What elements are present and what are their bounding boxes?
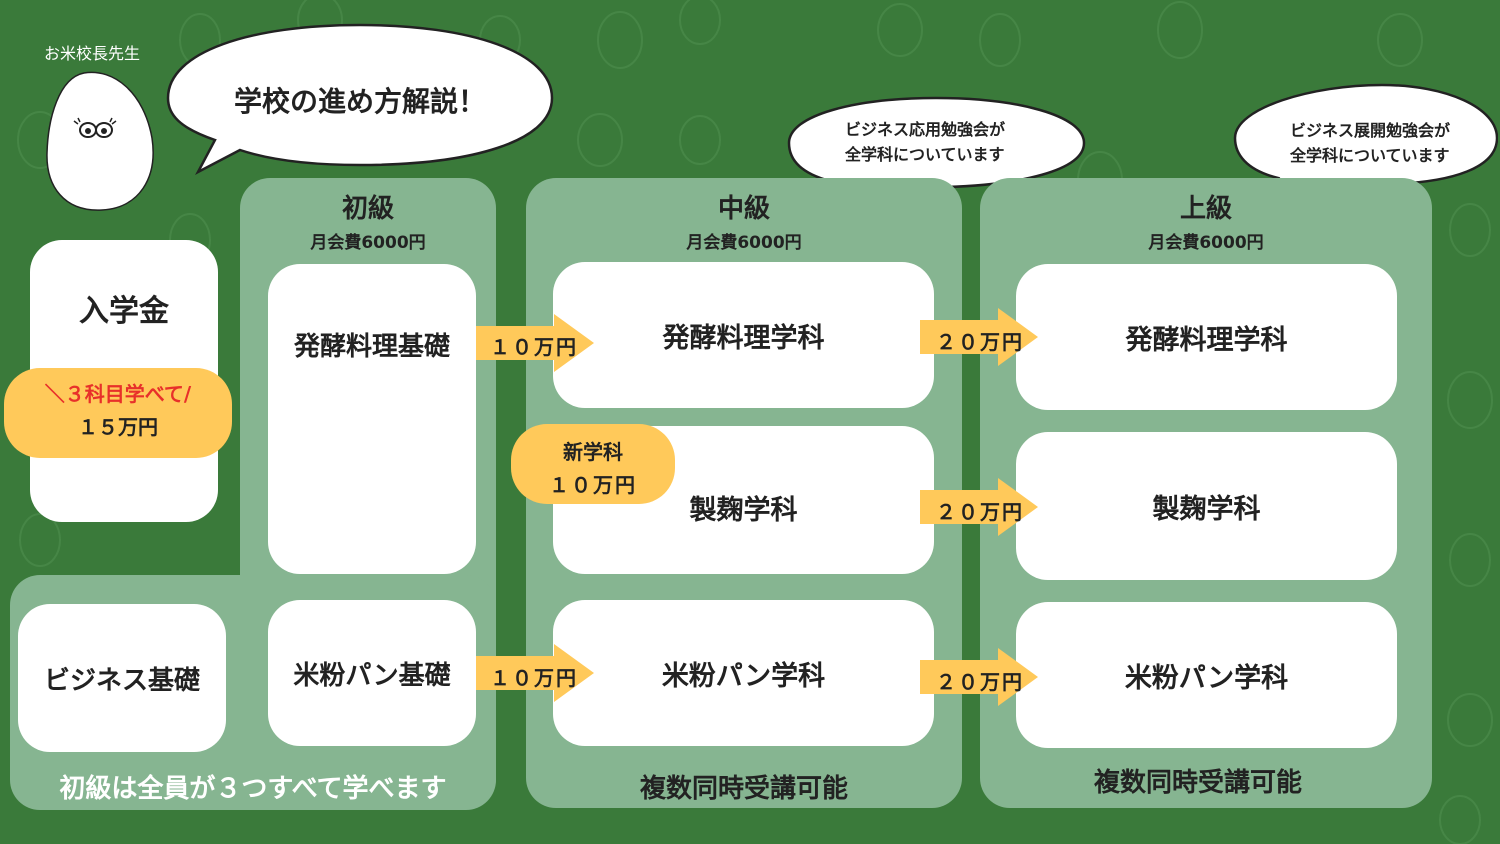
beginner-title: 初級 xyxy=(341,194,394,224)
arrow-m2a-ferment-icon xyxy=(920,308,1038,366)
course-adv-ferment-label: 発酵料理学科 xyxy=(1125,324,1288,356)
course-business-basic-label: ビジネス基礎 xyxy=(43,665,200,696)
info-bubble-advanced-line1: ビジネス展開勉強会が xyxy=(1290,121,1451,140)
enrollment-badge-line2: １５万円 xyxy=(78,415,158,439)
beginner-fee: 月会費6000円 xyxy=(310,233,426,253)
course-rice-bread-basic[interactable]: 米粉パン基礎 xyxy=(268,600,476,746)
info-bubble-intermediate-line2: 全学科についています xyxy=(845,145,1005,164)
course-adv-bread-label: 米粉パン学科 xyxy=(1124,662,1289,694)
course-ferment-basic[interactable]: 発酵料理基礎 xyxy=(268,264,476,574)
title-text: 学校の進め方解説！ xyxy=(234,85,487,118)
arrow-b2m-ferment-label: １０万円 xyxy=(490,335,578,359)
arrow-m2a-koji-icon xyxy=(920,478,1038,536)
arrow-m2a-ferment-label: ２０万円 xyxy=(936,330,1024,354)
enrollment-badge-line1: ＼３科目学べて/ xyxy=(44,382,192,406)
course-adv-ferment[interactable]: 発酵料理学科 xyxy=(1016,264,1397,410)
beginner-footer: 初級は全員が３つすべて学べます xyxy=(59,774,447,804)
intermediate-footer: 複数同時受講可能 xyxy=(639,774,848,804)
course-mid-ferment[interactable]: 発酵料理学科 xyxy=(553,262,934,408)
advanced-fee: 月会費6000円 xyxy=(1148,233,1264,253)
info-bubble-intermediate-line1: ビジネス応用勉強会が xyxy=(845,120,1006,139)
advanced-footer: 複数同時受講可能 xyxy=(1093,768,1302,798)
intermediate-fee: 月会費6000円 xyxy=(686,233,802,253)
course-mid-koji-label: 製麹学科 xyxy=(689,494,798,526)
advanced-title: 上級 xyxy=(1179,194,1232,224)
course-mid-bread-label: 米粉パン学科 xyxy=(661,660,826,692)
course-adv-bread[interactable]: 米粉パン学科 xyxy=(1016,602,1397,748)
course-mid-ferment-label: 発酵料理学科 xyxy=(662,322,825,354)
arrow-b2m-bread-icon xyxy=(476,644,594,702)
title-speech-bubble xyxy=(166,23,554,175)
enrollment-fee-badge: ＼３科目学べて/ １５万円 xyxy=(4,368,232,458)
course-adv-koji-label: 製麹学科 xyxy=(1152,493,1261,525)
course-business-basic[interactable]: ビジネス基礎 xyxy=(18,604,226,752)
course-adv-koji[interactable]: 製麹学科 xyxy=(1016,432,1397,580)
arrow-b2m-bread-label: １０万円 xyxy=(490,666,578,690)
mascot-name: お米校長先生 xyxy=(44,44,141,63)
intermediate-title: 中級 xyxy=(717,194,770,224)
arrow-m2a-bread-label: ２０万円 xyxy=(936,670,1024,694)
course-rice-bread-basic-label: 米粉パン基礎 xyxy=(293,660,451,691)
rice-mascot-icon xyxy=(46,71,154,211)
course-mid-bread[interactable]: 米粉パン学科 xyxy=(553,600,934,746)
new-course-badge-line1: 新学科 xyxy=(563,440,623,464)
new-course-badge: 新学科 １０万円 xyxy=(511,424,675,504)
new-course-badge-line2: １０万円 xyxy=(549,473,637,497)
arrow-m2a-koji-label: ２０万円 xyxy=(936,500,1024,524)
arrow-b2m-ferment-icon xyxy=(476,314,594,372)
info-bubble-advanced-line2: 全学科についています xyxy=(1290,146,1450,165)
enrollment-title: 入学金 xyxy=(79,294,169,329)
course-ferment-basic-label: 発酵料理基礎 xyxy=(293,332,450,362)
arrow-m2a-bread-icon xyxy=(920,648,1038,706)
